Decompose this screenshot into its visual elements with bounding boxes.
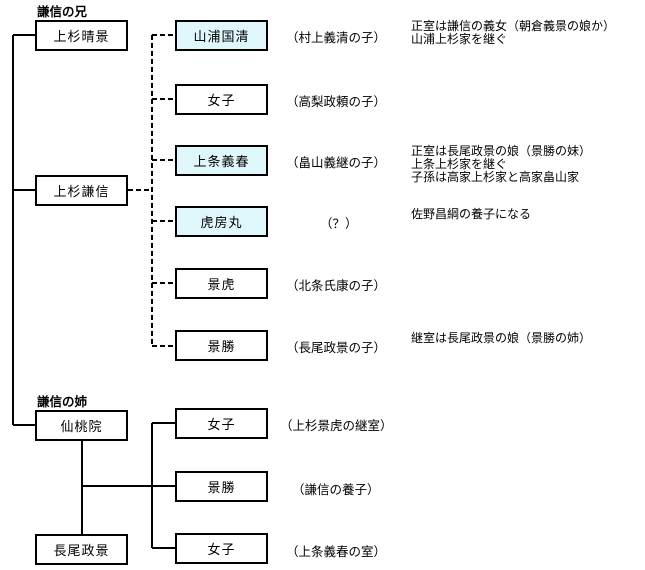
person-box-masakage[interactable]: 長尾政景 xyxy=(35,534,128,565)
person-box-kagekatsu-adopted[interactable]: 景勝 xyxy=(175,330,268,361)
origin-daughter-takanashi: （高梨政頼の子） xyxy=(286,94,387,109)
person-box-sentoin[interactable]: 仙桃院 xyxy=(35,410,128,441)
origin-kunikiyo: （村上義清の子） xyxy=(286,30,387,45)
origin-kagetora: （北条氏康の子） xyxy=(286,278,387,293)
note-kagekatsu: 継室は長尾政景の娘（景勝の姉） xyxy=(411,331,592,345)
origin-yoshiharu: （畠山義継の子） xyxy=(286,155,387,170)
origin-daughter-1: （上杉景虎の継室） xyxy=(280,418,393,433)
note-torafusamaru: 佐野昌綱の養子になる xyxy=(411,207,532,221)
origin-torafusamaru: （？） xyxy=(320,216,358,231)
person-box-torafusamaru[interactable]: 虎房丸 xyxy=(175,206,268,237)
person-box-kenshin[interactable]: 上杉謙信 xyxy=(35,175,128,206)
person-box-kagetora[interactable]: 景虎 xyxy=(175,268,268,299)
note-kunikiyo: 正室は謙信の義女（朝倉義景の娘か） 山浦上杉家を継ぐ xyxy=(411,19,616,46)
origin-daughter-2: （上条義春の室） xyxy=(286,544,387,559)
person-box-yoshiharu[interactable]: 上条義春 xyxy=(175,145,268,176)
note-yoshiharu: 正室は長尾政景の娘（景勝の妹） 上条上杉家を継ぐ 子孫は高家上杉家と高家畠山家 xyxy=(411,144,592,184)
sentoin-label: 謙信の姉 xyxy=(37,394,88,409)
origin-kagekatsu: （謙信の養子） xyxy=(292,482,380,497)
person-box-daughter-takanashi[interactable]: 女子 xyxy=(175,84,268,115)
person-box-kagekatsu[interactable]: 景勝 xyxy=(175,471,268,502)
person-box-harukage[interactable]: 上杉晴景 xyxy=(35,20,128,51)
harukage-label: 謙信の兄 xyxy=(37,4,88,19)
person-box-daughter-1[interactable]: 女子 xyxy=(175,408,268,439)
origin-kagekatsu-adopted: （長尾政景の子） xyxy=(286,340,387,355)
person-box-daughter-2[interactable]: 女子 xyxy=(175,533,268,564)
person-box-kunikiyo[interactable]: 山浦国清 xyxy=(175,20,268,51)
